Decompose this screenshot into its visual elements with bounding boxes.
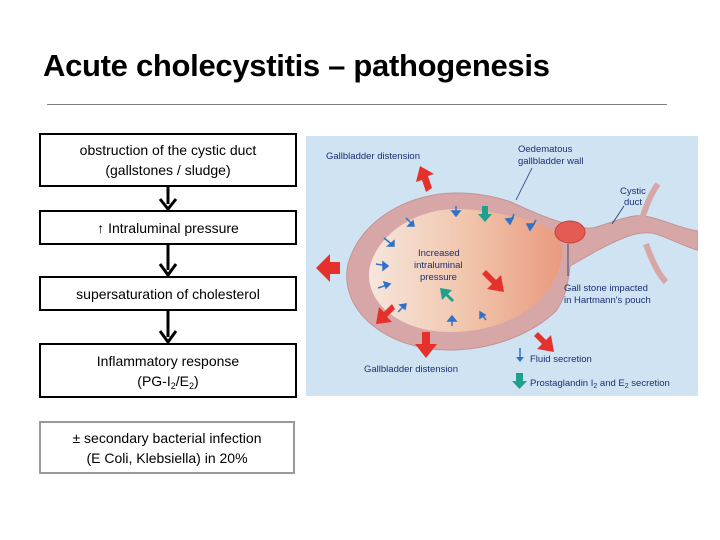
legend-prostaglandin-secretion: Prostaglandin I2 and E2 secretion [530,378,670,390]
flow-step-inflammation: Inflammatory response (PG-I2/E2) [39,343,297,398]
flow-arrow-1 [158,187,178,210]
label-wall-1: Oedematous [518,144,573,155]
legend-prostaglandin-icon [512,373,527,389]
flow-step-pressure: ↑ Intraluminal pressure [39,210,297,245]
flow-step-infection-line1: ± secondary bacterial infection [72,429,262,446]
flow-step-infection: ± secondary bacterial infection (E Coli,… [39,421,295,474]
legend: Fluid secretion Prostaglandin I2 and E2 … [512,348,670,390]
label-distension-top: Gallbladder distension [326,151,420,162]
pg-text-suffix: ) [194,372,199,389]
label-pressure-2: intraluminal [414,260,463,271]
label-distension-bottom: Gallbladder distension [364,364,458,375]
flow-step-pressure-label: ↑ Intraluminal pressure [97,219,239,236]
gallbladder-illustration: Gallbladder distension Oedematous gallbl… [306,136,698,396]
flow-step-cholesterol: supersaturation of cholesterol [39,276,297,311]
flow-arrow-3 [158,311,178,343]
distension-arrow-icon [415,332,437,358]
distension-arrow-group [316,166,554,358]
flow-step-obstruction-line2: (gallstones / sludge) [105,162,231,178]
distension-arrow-icon [416,166,434,192]
page-title: Acute cholecystitis – pathogenesis [43,48,550,83]
flow-step-inflammation-line1: Inflammatory response [96,352,240,369]
distension-arrow-icon [534,332,554,352]
gallbladder-lumen [368,209,563,332]
prostaglandin-arrow-icon [478,206,492,222]
pg-subscript-1: 2 [170,380,176,391]
flow-step-obstruction-line1: obstruction of the cystic duct [79,142,257,158]
label-stone-1: Gall stone impacted [564,283,648,294]
distension-arrow-icon [482,270,504,292]
fluid-secretion-arrow-group [375,206,537,326]
flow-arrow-2 [158,245,178,276]
flow-step-cholesterol-label: supersaturation of cholesterol [76,285,260,302]
gall-stone-icon [554,220,586,244]
flow-step-inflammation-line2: (PG-I2/E2) [97,371,239,391]
label-pressure-1: Increased [418,248,460,259]
label-duct-2: duct [624,197,642,208]
label-pressure-3: pressure [420,272,457,283]
distension-arrow-icon [376,304,395,324]
pg-subscript-2: 2 [189,380,195,391]
pg-text-middle: /E [175,372,189,389]
prostaglandin-arrow-group [440,206,492,302]
pg-text-prefix: (PG-I [137,372,171,389]
legend-fluid-secretion: Fluid secretion [530,354,592,365]
title-divider [47,104,667,105]
flow-step-infection-line2: (E Coli, Klebsiella) in 20% [86,449,248,466]
label-stone-2: in Hartmann's pouch [564,295,651,306]
distension-arrow-icon [316,254,340,282]
flow-step-obstruction: obstruction of the cystic duct (gallston… [39,133,297,187]
label-duct-1: Cystic [620,186,646,197]
prostaglandin-arrow-icon [440,288,454,302]
label-wall-2: gallbladder wall [518,156,583,167]
